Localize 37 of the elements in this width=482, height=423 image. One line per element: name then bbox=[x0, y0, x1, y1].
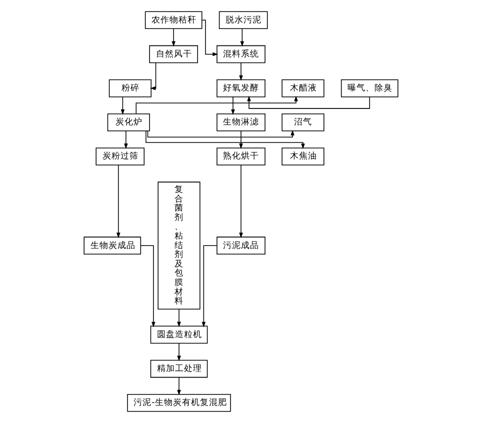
arrow bbox=[147, 130, 294, 138]
node-box: 精加工处理 bbox=[150, 360, 208, 378]
arrow bbox=[239, 130, 243, 149]
arrow bbox=[172, 28, 176, 47]
arrow bbox=[116, 164, 120, 238]
arrow bbox=[124, 130, 128, 149]
arrow bbox=[136, 96, 298, 114]
arrow bbox=[146, 130, 305, 150]
node-box: 沼气 bbox=[282, 113, 324, 132]
arrow bbox=[240, 28, 244, 47]
node-box: 生物淋滤 bbox=[216, 113, 266, 132]
node-box: 好氧发酵 bbox=[216, 79, 266, 98]
node-box: 复合菌剂、粘结剂及包膜材料 bbox=[158, 182, 200, 310]
node-box: 农作物秸秆 bbox=[144, 11, 202, 30]
node-box: 木焦油 bbox=[282, 148, 324, 166]
node-box: 粉碎 bbox=[108, 79, 152, 98]
node-box: 混料系统 bbox=[216, 45, 266, 64]
arrow bbox=[177, 308, 181, 328]
arrow bbox=[150, 62, 156, 90]
node-box: 自然风干 bbox=[149, 45, 198, 64]
arrow bbox=[120, 96, 125, 115]
node-box: 脱水污泥 bbox=[218, 11, 268, 30]
node-box: 炭化炉 bbox=[107, 113, 150, 132]
arrow bbox=[177, 377, 181, 396]
arrow bbox=[177, 342, 181, 362]
node-box: 炭粉过筛 bbox=[96, 148, 145, 166]
node-box: 生物炭成品 bbox=[84, 236, 142, 254]
arrow bbox=[239, 62, 243, 81]
node-box: 污泥成品 bbox=[216, 236, 266, 254]
node-box: 曝气、除臭 bbox=[340, 79, 398, 98]
node-box: 熟化烘干 bbox=[216, 148, 266, 166]
arrow bbox=[239, 164, 243, 238]
arrow bbox=[231, 96, 235, 115]
node-box: 圆盘造粒机 bbox=[150, 326, 208, 344]
arrow bbox=[202, 20, 218, 56]
node-box: 污泥-生物炭有机复混肥 bbox=[127, 394, 231, 412]
node-box: 木醋液 bbox=[282, 79, 324, 98]
